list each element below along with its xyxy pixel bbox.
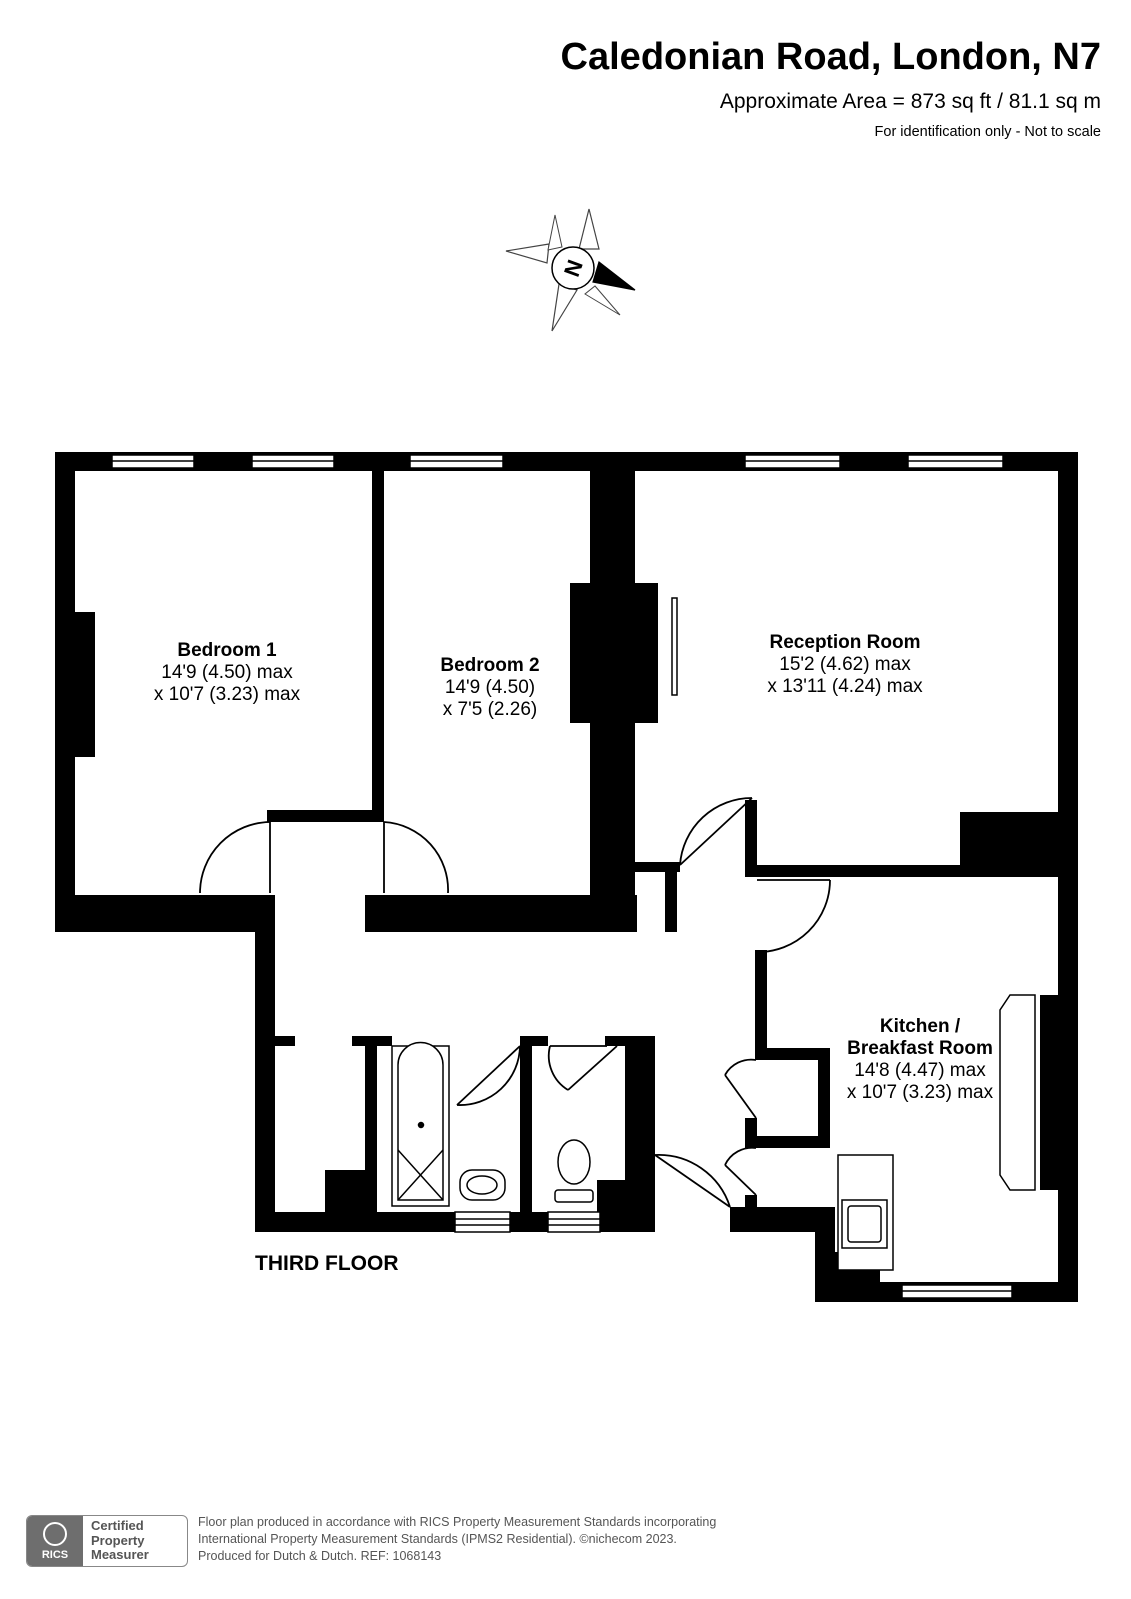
room-dimension: x 10'7 (3.23) max xyxy=(153,684,301,705)
room-label-kitchen: Kitchen / Breakfast Room 14'8 (4.47) max… xyxy=(847,1016,993,1104)
floor-label: THIRD FLOOR xyxy=(255,1252,399,1275)
rics-certified-badge: RICS Certified Property Measurer xyxy=(26,1515,188,1567)
footer-line: Produced for Dutch & Dutch. REF: 1068143 xyxy=(198,1549,442,1563)
compass-icon: N xyxy=(505,208,636,332)
rics-org: RICS xyxy=(41,1548,69,1561)
kitchen-counter xyxy=(999,994,1036,1191)
doors xyxy=(199,797,831,1208)
windows xyxy=(111,454,1013,1299)
room-dimension: x 7'5 (2.26) xyxy=(442,699,538,720)
toilet-icon xyxy=(554,1189,594,1203)
room-dimension: x 13'11 (4.24) max xyxy=(767,676,923,697)
identification-note: For identification only - Not to scale xyxy=(874,124,1101,140)
badge-line: Property xyxy=(91,1532,145,1548)
footer-line: International Property Measurement Stand… xyxy=(198,1532,677,1546)
approximate-area: Approximate Area = 873 sq ft / 81.1 sq m xyxy=(719,90,1101,113)
room-dimension: 15'2 (4.62) max xyxy=(779,654,911,675)
rics-logo-icon: RICS xyxy=(27,1516,83,1566)
room-label-bedroom-1: Bedroom 1 14'9 (4.50) max x 10'7 (3.23) … xyxy=(154,640,300,706)
room-label-reception: Reception Room 15'2 (4.62) max x 13'11 (… xyxy=(767,632,922,698)
room-name: Kitchen / xyxy=(879,1016,961,1037)
footer-line: Floor plan produced in accordance with R… xyxy=(198,1515,717,1529)
room-name: Reception Room xyxy=(769,632,921,653)
room-name: Breakfast Room xyxy=(847,1038,993,1059)
badge-line: Measurer xyxy=(91,1547,149,1562)
property-title: Caledonian Road, London, N7 xyxy=(560,36,1101,78)
fixtures xyxy=(391,597,1036,1271)
badge-line: Certified xyxy=(91,1518,144,1533)
room-name: Bedroom 2 xyxy=(440,655,540,676)
room-dimension: 14'8 (4.47) max xyxy=(854,1060,986,1081)
room-name: Bedroom 1 xyxy=(177,640,277,661)
footer-disclaimer: Floor plan produced in accordance with R… xyxy=(198,1514,716,1565)
room-dimension: x 10'7 (3.23) max xyxy=(846,1082,994,1103)
room-dimension: 14'9 (4.50) max xyxy=(161,662,293,683)
room-label-bedroom-2: Bedroom 2 14'9 (4.50) x 7'5 (2.26) xyxy=(440,655,539,721)
room-dimension: 14'9 (4.50) xyxy=(444,677,536,698)
